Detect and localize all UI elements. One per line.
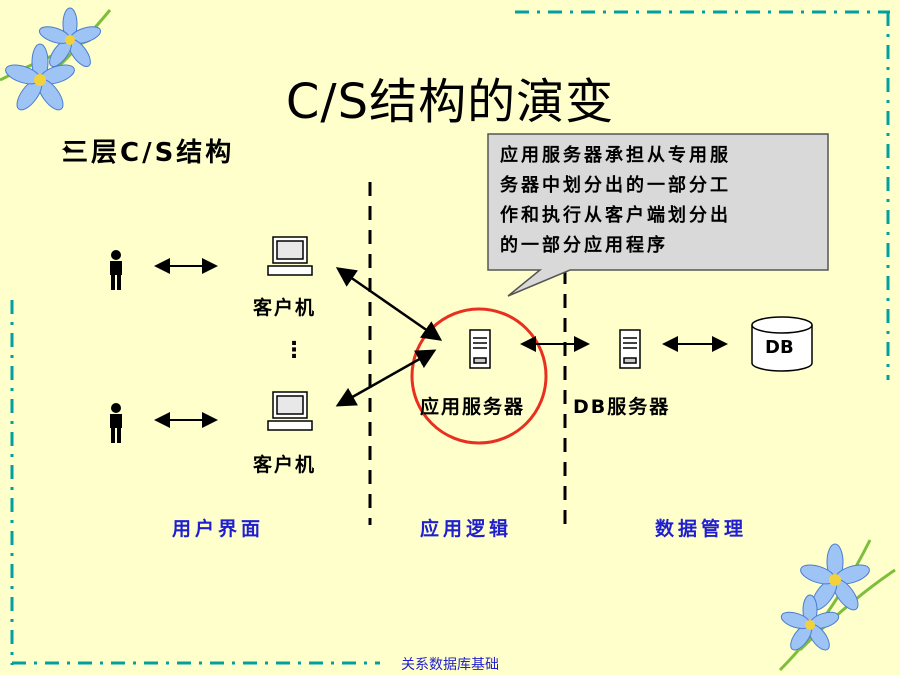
callout-line: 的一部分应用程序	[500, 235, 668, 256]
layer-label-data-management: 数据管理	[655, 518, 748, 540]
computer-icon	[267, 236, 313, 276]
layer-label-app-logic: 应用逻辑	[420, 518, 513, 540]
callout-line: 务器中划分出的一部分工	[500, 175, 731, 196]
db-server-label: DB服务器	[573, 396, 671, 418]
server-icon	[469, 329, 491, 369]
flower-decoration-top-left	[0, 7, 112, 111]
section-heading: 三层C/S结构	[62, 138, 235, 168]
page-title: C/S结构的演变	[285, 74, 615, 130]
client-label-bottom: 客户机	[253, 454, 317, 476]
user-icon	[110, 250, 122, 290]
app-server-highlight-circle	[410, 307, 548, 445]
bullet-icon: ✦	[60, 140, 74, 159]
decorative-border	[10, 10, 890, 665]
app-server-label: 应用服务器	[420, 396, 526, 418]
database-icon	[751, 316, 813, 372]
client-appserver-arrow	[335, 349, 437, 407]
client-appserver-arrow	[335, 267, 443, 341]
server-icon	[619, 329, 641, 369]
client-label-top: 客户机	[253, 297, 317, 319]
layer-label-user-interface: 用户界面	[172, 518, 265, 540]
callout-text: 应用服务器承担从专用服 务器中划分出的一部分工 作和执行从客户端划分出 的一部分…	[500, 141, 820, 261]
callout-line: 作和执行从客户端划分出	[500, 205, 731, 226]
computer-icon	[267, 391, 313, 431]
flower-decoration-bottom-right	[778, 539, 896, 672]
callout-bubble	[487, 133, 829, 297]
footer-text: 关系数据库基础	[401, 657, 499, 673]
callout-line: 应用服务器承担从专用服	[500, 145, 731, 166]
db-label: DB	[765, 337, 794, 358]
user-icon	[110, 403, 122, 443]
ellipsis-more-clients: ⋮	[283, 338, 305, 363]
